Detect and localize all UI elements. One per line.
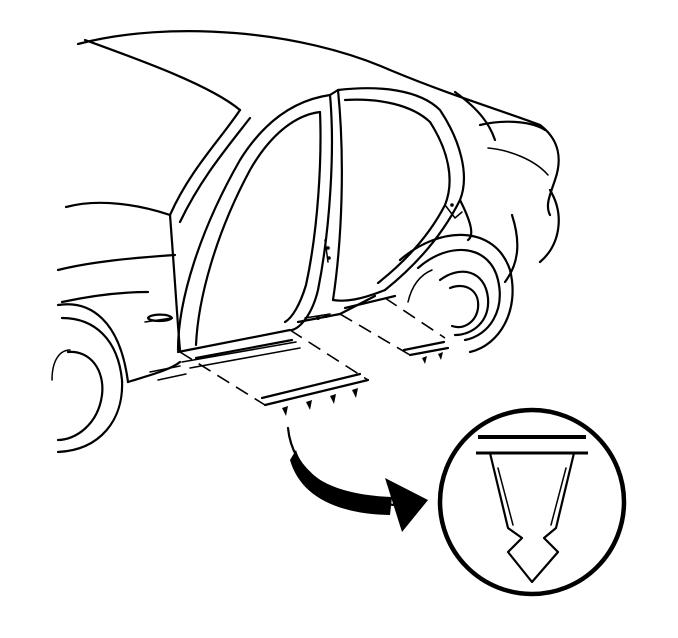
curved-arrow [286,426,428,532]
front-door-opening [168,88,343,352]
front-wheel [51,303,130,454]
retainer-clip-detail [437,407,627,597]
front-sill-plate [149,328,370,416]
rear-wheel [398,233,514,354]
car-body [56,30,560,384]
rear-sill-plate [296,294,450,364]
rear-door-opening [331,87,473,302]
